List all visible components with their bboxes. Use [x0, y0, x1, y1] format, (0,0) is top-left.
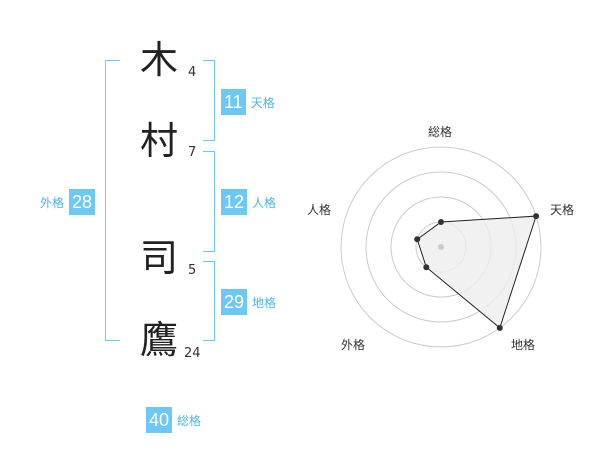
radar-label-soukaku: 総格	[428, 125, 453, 139]
chikaku-bracket	[203, 261, 215, 341]
stroke-count-1: 4	[188, 65, 197, 80]
tenkaku-bracket	[203, 60, 215, 141]
soukaku-badge: 40 総格	[146, 407, 201, 433]
radar-center-dot	[438, 244, 444, 250]
tenkaku-value: 11	[221, 89, 246, 115]
stroke-count-4: 24	[184, 346, 201, 361]
name-char-4: 鷹	[140, 318, 179, 362]
name-char-3: 司	[140, 236, 179, 280]
radar-label-jinkaku: 人格	[307, 203, 332, 217]
soukaku-label: 総格	[177, 413, 202, 428]
gaikaku-value: 28	[69, 189, 96, 215]
radar-point-tenkaku	[533, 213, 540, 220]
jinkaku-badge: 12 人格	[221, 189, 276, 215]
gaikaku-badge: 外格 28	[40, 189, 96, 215]
name-char-1: 木	[140, 38, 179, 82]
radar-point-chikaku	[496, 324, 503, 331]
gaikaku-bracket	[105, 60, 120, 341]
chikaku-value: 29	[221, 289, 248, 315]
stroke-count-3: 5	[188, 263, 197, 278]
radar-label-tenkaku: 天格	[550, 203, 575, 217]
radar-point-gaikaku	[423, 264, 430, 271]
radar-point-soukaku	[438, 219, 444, 225]
radar-label-chikaku: 地格	[511, 338, 536, 352]
jinkaku-label: 人格	[252, 195, 277, 210]
radar-label-gaikaku: 外格	[341, 338, 366, 352]
jinkaku-bracket	[203, 151, 215, 252]
gaikaku-label: 外格	[40, 195, 65, 210]
chikaku-label: 地格	[252, 295, 277, 310]
tenkaku-badge: 11 天格	[221, 89, 275, 115]
tenkaku-label: 天格	[250, 95, 275, 110]
soukaku-value: 40	[146, 407, 173, 433]
name-char-2: 村	[140, 119, 179, 163]
radar-grid-ring-4	[340, 146, 542, 348]
radar-polygon	[416, 215, 537, 329]
radar-point-jinkaku	[414, 236, 421, 243]
stroke-count-2: 7	[188, 145, 197, 160]
chikaku-badge: 29 地格	[221, 289, 276, 315]
jinkaku-value: 12	[221, 189, 248, 215]
